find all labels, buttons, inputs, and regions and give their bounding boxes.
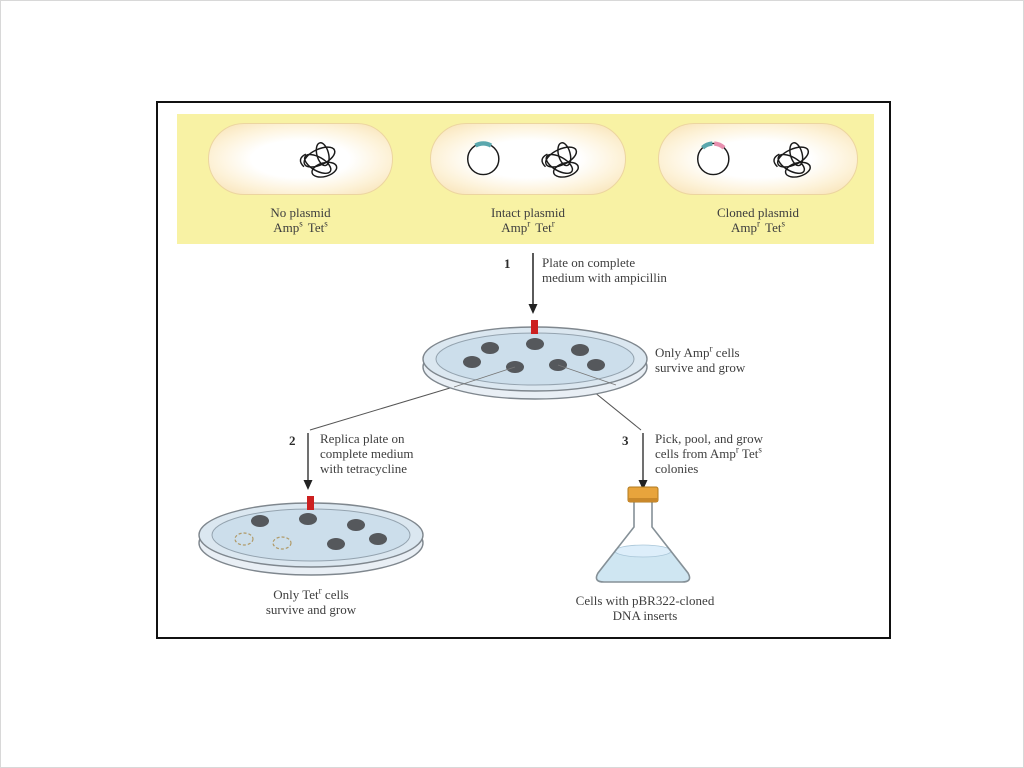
colony — [327, 538, 345, 550]
orientation-mark — [531, 320, 538, 334]
step1-number: 1 — [504, 256, 511, 271]
chromosome-squiggle-icon — [299, 142, 338, 178]
step2-number: 2 — [289, 433, 296, 448]
cell-name: No plasmid — [270, 205, 331, 220]
colony — [571, 344, 589, 356]
step3-text: Pick, pool, and grow cells from Ampr Tet… — [655, 431, 763, 476]
step1-text: Plate on complete medium with ampicillin — [542, 255, 667, 285]
amp-plate-label: Only Ampr cells survive and grow — [655, 343, 746, 375]
step3-number: 3 — [622, 433, 629, 448]
chromosome-squiggle-icon — [773, 142, 811, 178]
tetracycline-plate — [198, 496, 424, 576]
tet-plate-label: Only Tetr cells survive and grow — [265, 585, 357, 617]
missing-colony — [272, 536, 292, 550]
step2-text: Replica plate on complete medium with te… — [320, 431, 414, 476]
colony — [369, 533, 387, 545]
bacterium-no-plasmid — [208, 123, 393, 195]
liquid-surface — [614, 544, 672, 558]
bacterium-intact-plasmid — [430, 123, 626, 195]
missing-colonies-group — [234, 532, 292, 550]
colonies-group — [251, 513, 387, 550]
bacterium-intact-contents — [466, 141, 579, 178]
colony — [587, 359, 605, 371]
plasmid-with-insert-icon — [696, 141, 730, 176]
colony — [481, 342, 499, 354]
pick-line-right — [557, 364, 617, 386]
chromosome-squiggle-icon — [541, 142, 579, 178]
plasmid-circle-icon — [466, 141, 500, 176]
colony — [347, 519, 365, 531]
missing-colony — [234, 532, 254, 546]
cell-name: Intact plasmid — [490, 205, 565, 220]
flask-label: Cells with pBR322-cloned DNA inserts — [575, 593, 715, 623]
flask-outline — [595, 501, 691, 583]
step2-arrowhead-icon — [303, 480, 313, 490]
colony — [526, 338, 544, 350]
colony — [463, 356, 481, 368]
culture-flask — [595, 486, 691, 583]
flask-liquid — [596, 551, 690, 582]
flask-cap-rim — [628, 498, 658, 502]
pick-line-left — [453, 366, 516, 388]
orientation-mark — [307, 496, 314, 510]
ampicillin-plate — [422, 320, 648, 400]
bacterium-cloned-contents — [696, 141, 811, 178]
colony — [251, 515, 269, 527]
step1-arrowhead-icon — [528, 304, 538, 314]
bacterium-cloned-plasmid — [658, 123, 858, 195]
colony — [299, 513, 317, 525]
cell-name: Cloned plasmid — [717, 205, 799, 220]
